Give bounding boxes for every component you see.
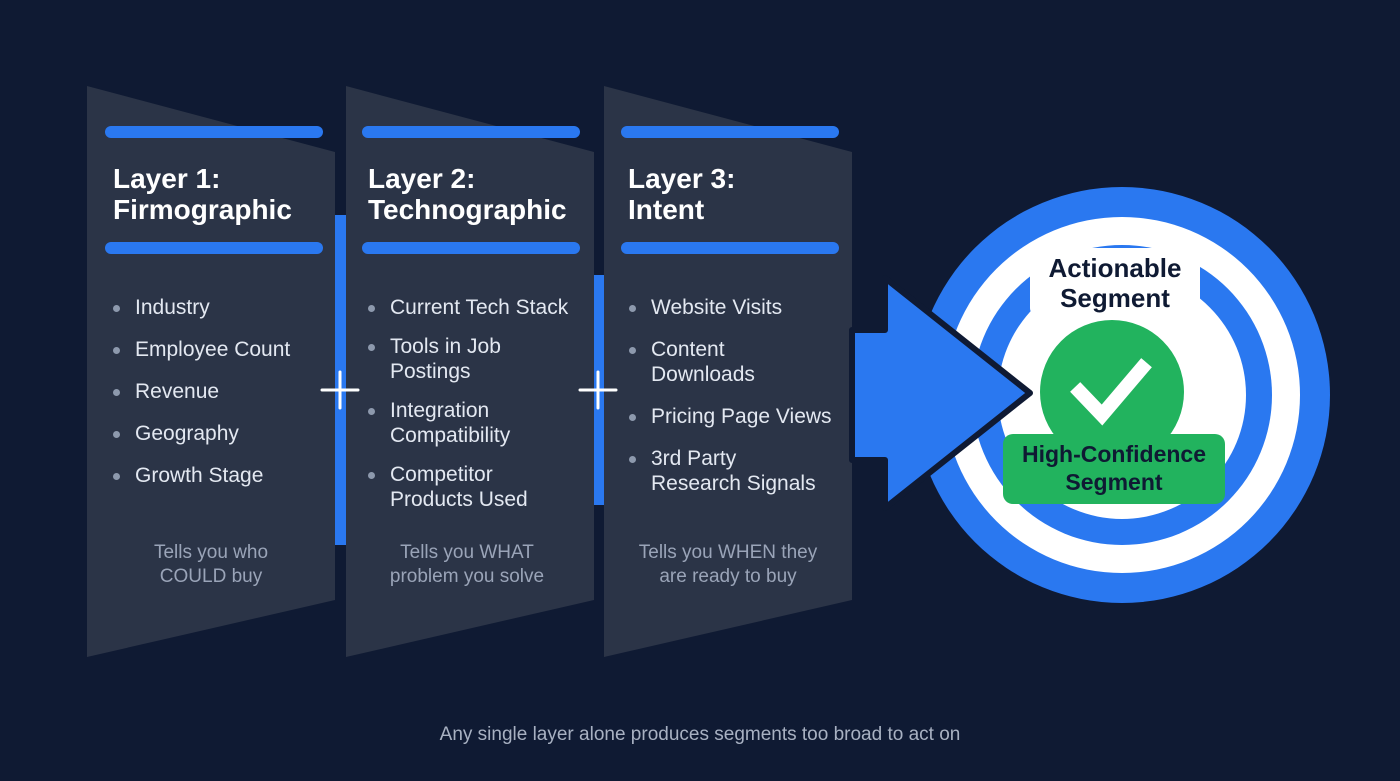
layer-2-title-line2: Technographic xyxy=(368,194,567,225)
panel-1-mid-bar xyxy=(105,242,323,254)
list-item: Revenue xyxy=(113,379,328,404)
layer-1-title-line2: Firmographic xyxy=(113,194,292,225)
list-item: Growth Stage xyxy=(113,463,328,488)
layer-3-title: Layer 3: Intent xyxy=(628,163,735,225)
layer-2-title: Layer 2: Technographic xyxy=(368,163,567,225)
list-item: Current Tech Stack xyxy=(368,295,582,320)
actionable-segment-line2: Segment xyxy=(1060,283,1170,313)
list-item: Pricing Page Views xyxy=(629,404,843,429)
list-item: Content Downloads xyxy=(629,337,771,387)
panel-3-top-bar xyxy=(621,126,839,138)
actionable-segment-label: Actionable Segment xyxy=(1030,253,1200,313)
list-item: Employee Count xyxy=(113,337,328,362)
plus-icon-2 xyxy=(578,370,618,410)
layer-3-footer-line1: Tells you WHEN they xyxy=(638,542,818,563)
layer-2-footer-line1: Tells you WHAT xyxy=(400,542,534,563)
layer-3-footer: Tells you WHEN they are ready to buy xyxy=(612,541,844,589)
bottom-caption: Any single layer alone produces segments… xyxy=(439,724,961,745)
check-icon xyxy=(1070,358,1152,426)
list-item: Tools in Job Postings xyxy=(368,334,530,384)
list-item: Integration Compatibility xyxy=(368,398,540,448)
layer-2-list: Current Tech Stack Tools in Job Postings… xyxy=(368,295,582,512)
connector-band-2 xyxy=(588,275,612,505)
high-confidence-line2: Segment xyxy=(1065,469,1163,495)
list-item: Competitor Products Used xyxy=(368,462,550,512)
layer-3-list: Website Visits Content Downloads Pricing… xyxy=(629,295,843,496)
layer-3-title-line1: Layer 3: xyxy=(628,163,736,194)
layer-3-title-line2: Intent xyxy=(628,194,705,225)
panel-2-top-bar xyxy=(362,126,580,138)
layer-1-title-line1: Layer 1: xyxy=(113,163,221,194)
layer-1-footer-line2: COULD buy xyxy=(159,566,263,587)
layer-3-footer-line2: are ready to buy xyxy=(659,566,797,587)
connector-band-1 xyxy=(330,215,352,545)
high-confidence-line1: High-Confidence xyxy=(1022,441,1206,467)
high-confidence-label: High-Confidence Segment xyxy=(1003,440,1225,496)
panel-2-mid-bar xyxy=(362,242,580,254)
list-item: Industry xyxy=(113,295,328,320)
layer-1-list: Industry Employee Count Revenue Geograph… xyxy=(113,295,328,488)
panel-3-mid-bar xyxy=(621,242,839,254)
layer-1-footer-line1: Tells you who xyxy=(153,542,269,563)
layer-1-title: Layer 1: Firmographic xyxy=(113,163,292,225)
layer-2-title-line1: Layer 2: xyxy=(368,163,476,194)
layer-2-footer: Tells you WHAT problem you solve xyxy=(356,541,578,589)
panel-1-top-bar xyxy=(105,126,323,138)
list-item: 3rd Party Research Signals xyxy=(629,446,826,496)
list-item: Geography xyxy=(113,421,328,446)
list-item: Website Visits xyxy=(629,295,843,320)
layer-2-footer-line2: problem you solve xyxy=(389,566,545,587)
layer-1-footer: Tells you who COULD buy xyxy=(100,541,322,589)
actionable-segment-line1: Actionable xyxy=(1048,253,1182,283)
target-icon xyxy=(914,187,1330,603)
